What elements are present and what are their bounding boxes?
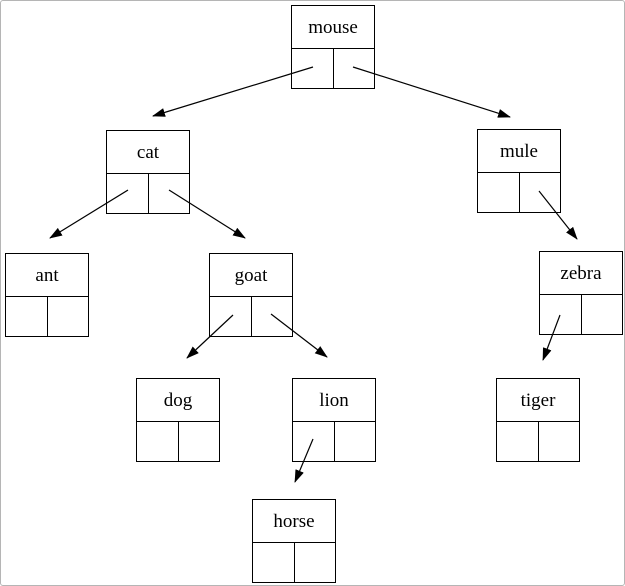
tree-node-lion: lion [292, 378, 376, 462]
left-pointer-cell [137, 421, 179, 461]
right-pointer-cell [179, 422, 220, 461]
left-pointer-cell [293, 421, 335, 461]
left-pointer-cell [253, 542, 295, 582]
left-pointer-cell [497, 421, 539, 461]
tree-node-goat: goat [209, 253, 293, 337]
right-pointer-cell [335, 422, 376, 461]
node-label-tiger: tiger [497, 379, 579, 422]
right-pointer-cell [582, 295, 623, 334]
node-pointer-cells [478, 172, 561, 212]
node-label-mouse: mouse [292, 6, 374, 49]
tree-node-zebra: zebra [539, 251, 623, 335]
node-label-horse: horse [253, 500, 335, 543]
right-pointer-cell [539, 422, 580, 461]
node-label-ant: ant [6, 254, 88, 297]
node-label-mule: mule [478, 130, 560, 173]
node-pointer-cells [540, 294, 623, 334]
left-pointer-cell [540, 294, 582, 334]
node-label-cat: cat [107, 131, 189, 174]
node-label-dog: dog [137, 379, 219, 422]
left-pointer-cell [6, 296, 48, 336]
tree-node-tiger: tiger [496, 378, 580, 462]
right-pointer-cell [252, 297, 293, 336]
tree-node-cat: cat [106, 130, 190, 214]
tree-node-ant: ant [5, 253, 89, 337]
tree-node-horse: horse [252, 499, 336, 583]
left-pointer-cell [292, 48, 334, 88]
tree-node-mouse: mouse [291, 5, 375, 89]
right-pointer-cell [48, 297, 89, 336]
left-pointer-cell [107, 173, 149, 213]
node-pointer-cells [137, 421, 220, 461]
left-pointer-cell [210, 296, 252, 336]
node-label-lion: lion [293, 379, 375, 422]
right-pointer-cell [149, 174, 190, 213]
right-pointer-cell [334, 49, 375, 88]
tree-node-mule: mule [477, 129, 561, 213]
node-pointer-cells [6, 296, 89, 336]
node-pointer-cells [210, 296, 293, 336]
left-pointer-cell [478, 172, 520, 212]
node-label-zebra: zebra [540, 252, 622, 295]
node-pointer-cells [107, 173, 190, 213]
right-pointer-cell [520, 173, 561, 212]
node-pointer-cells [253, 542, 336, 582]
node-pointer-cells [292, 48, 375, 88]
tree-node-dog: dog [136, 378, 220, 462]
node-pointer-cells [497, 421, 580, 461]
node-pointer-cells [293, 421, 376, 461]
node-label-goat: goat [210, 254, 292, 297]
right-pointer-cell [295, 543, 336, 582]
